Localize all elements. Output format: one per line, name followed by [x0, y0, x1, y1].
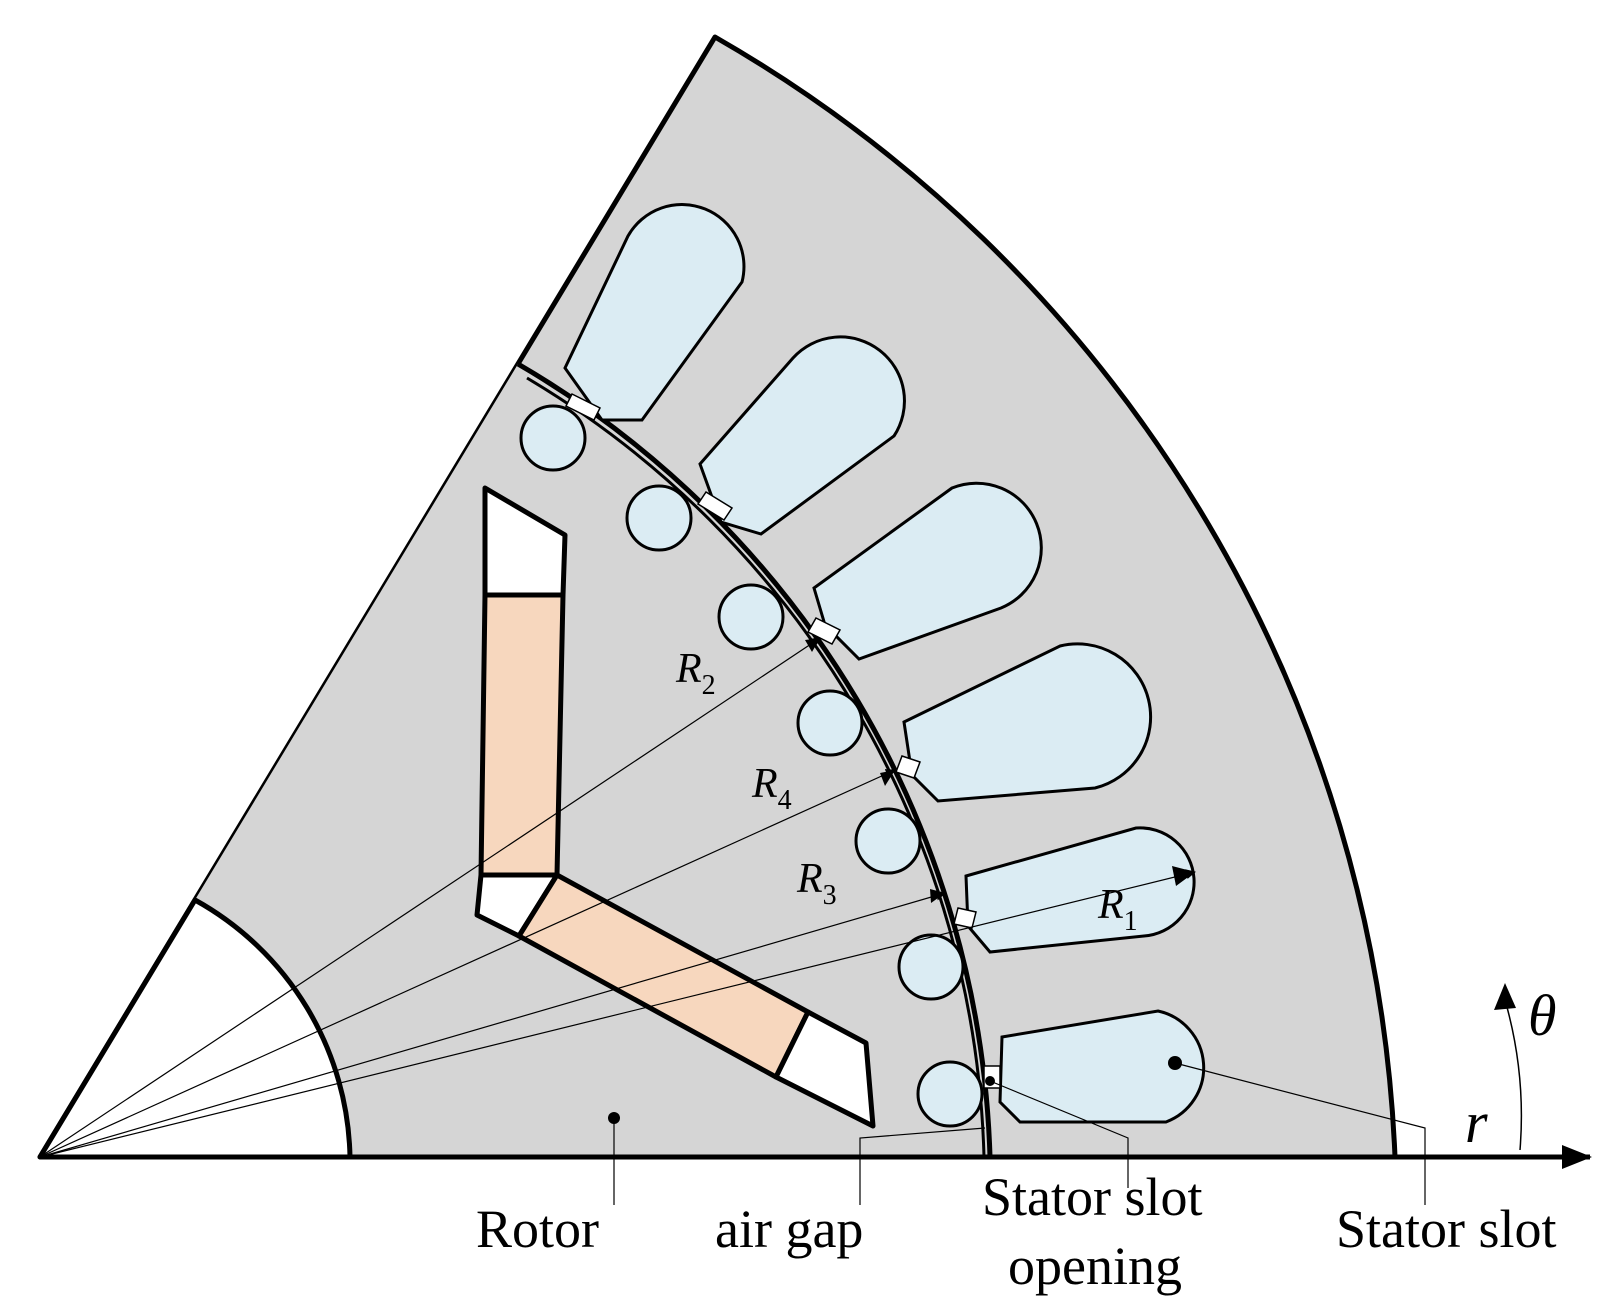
rotor-bars: [519, 404, 984, 1128]
rotor-bar-3: [717, 583, 785, 651]
stator-slot-2: [696, 335, 906, 536]
stator-slot-1: [563, 203, 746, 422]
rotor-bar-6: [897, 933, 965, 1001]
label-stator-slot: Stator slot: [1336, 1199, 1557, 1259]
flux-barrier-bottom: [773, 1009, 876, 1129]
radius-label-R4: R4: [751, 761, 792, 816]
radius-label-R1: R1: [1097, 882, 1138, 937]
theta-label: θ: [1528, 983, 1557, 1048]
rotor-bar-1: [519, 404, 587, 472]
rotor-bar-2: [625, 484, 693, 552]
radius-R1-line: [39, 869, 1196, 1158]
rotor-bar-7: [916, 1060, 984, 1128]
magnet-assembly: [474, 485, 876, 1129]
radius-R2-line: [39, 637, 821, 1158]
label-rotor: Rotor: [476, 1199, 599, 1259]
R3-arrowhead: [930, 889, 945, 903]
stator-slots: [563, 203, 1206, 1124]
R4-arrowhead: [880, 770, 895, 786]
stator-slot-leader: [1174, 1062, 1426, 1205]
air-gap-outer-arc: [516, 361, 993, 1158]
theta-arc: [1504, 999, 1523, 1151]
radius-label-R3: R3: [796, 856, 837, 911]
air-gap-leader: [859, 1127, 986, 1205]
stator-slot-5: [953, 826, 1196, 954]
r-label: r: [1465, 1090, 1488, 1155]
rotor-bar-5: [854, 807, 922, 875]
radius-R3-line: [39, 890, 946, 1158]
slot-opening-leader: [989, 1080, 1129, 1188]
radius-R4-line: [39, 769, 896, 1158]
rotor-bar-4: [796, 689, 864, 757]
radius-label-R2: R2: [675, 646, 716, 701]
label-slot-opening-line2: opening: [1008, 1236, 1182, 1296]
theta-arrowhead: [1494, 983, 1516, 1010]
stator-slot-4: [895, 642, 1153, 803]
magnet-upper: [478, 592, 566, 878]
label-slot-opening-line1: Stator slot: [982, 1167, 1203, 1227]
stator-slot-3: [806, 481, 1043, 661]
label-air-gap: air gap: [715, 1199, 863, 1259]
R1-arrowhead: [1172, 866, 1195, 886]
radius-lines: [39, 637, 1196, 1158]
shaft: [37, 897, 353, 1160]
R2-arrowhead: [805, 638, 820, 652]
